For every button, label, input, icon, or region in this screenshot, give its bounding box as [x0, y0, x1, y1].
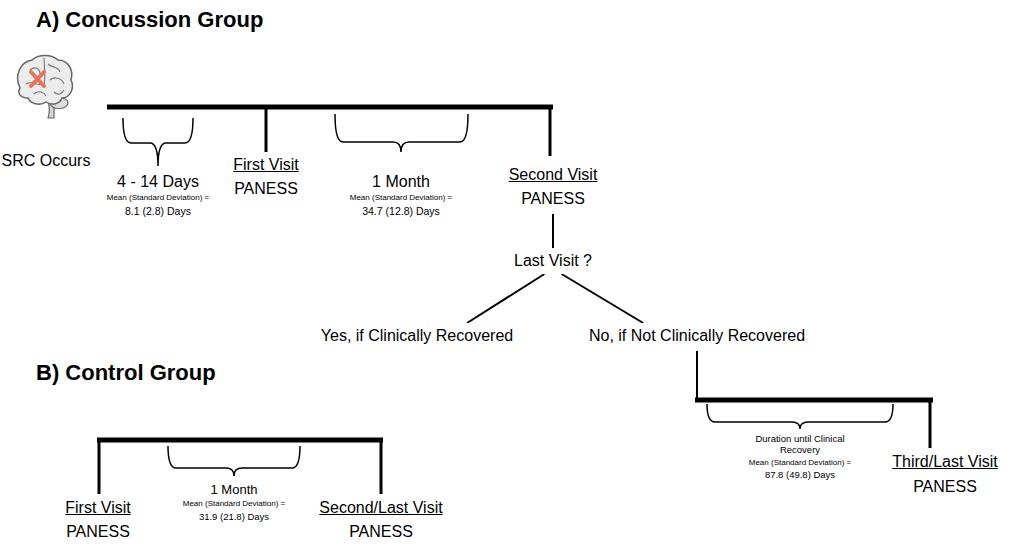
statistic-value: 31.9 (21.8) Days	[199, 512, 269, 523]
brain-icon	[18, 56, 73, 119]
event-label: SRC Occurs	[2, 152, 91, 170]
outcome-node: Yes, if Clinically Recovered	[317, 323, 517, 349]
node-heading: Second Visit	[509, 163, 598, 187]
interval-label: 4 - 14 Days	[117, 173, 199, 191]
assessment-label: PANESS	[913, 478, 977, 496]
visit-label: Third/Last Visit	[892, 453, 998, 471]
timeline-tick	[98, 440, 101, 494]
interval-label: 1 Month	[372, 173, 430, 191]
timeline-tick	[380, 440, 383, 494]
branch-connector	[467, 274, 544, 323]
node-body: PANESS	[509, 187, 598, 211]
visit-node: Second VisitPANESS	[505, 160, 602, 214]
brain-outline	[18, 56, 73, 105]
interval-brace	[123, 118, 193, 166]
timeline-bar	[97, 438, 383, 443]
statistic-value: 8.1 (2.8) Days	[125, 205, 191, 217]
statistic-caption: Mean (Standard Deviation) =	[350, 193, 453, 202]
statistic-caption: Mean (Standard Deviation) =	[183, 499, 286, 508]
injury-cross	[31, 72, 44, 86]
interval-brace	[707, 404, 893, 429]
interval-label: Duration until Clinical Recovery	[752, 433, 848, 455]
branch-connector	[552, 214, 554, 248]
branch-line	[696, 351, 698, 400]
node-heading: No, if Not Clinically Recovered	[589, 326, 805, 346]
statistic-caption: Mean (Standard Deviation) =	[749, 458, 852, 467]
visit-label: First Visit	[65, 499, 130, 517]
timeline-bar	[107, 105, 553, 110]
interval-brace	[168, 446, 300, 476]
visit-label: Second/Last Visit	[319, 499, 442, 517]
panel-title: A) Concussion Group	[36, 7, 263, 32]
statistic-value: 34.7 (12.8) Days	[362, 205, 440, 217]
decision-node: Last Visit ?	[510, 248, 596, 274]
branch-connector	[562, 274, 644, 323]
timeline-tick	[549, 107, 552, 156]
panel-title: B) Control Group	[36, 360, 216, 385]
brain-gyri	[26, 58, 64, 96]
statistic-value: 87.8 (49.8) Days	[765, 470, 835, 481]
assessment-label: PANESS	[234, 180, 298, 198]
assessment-label: PANESS	[349, 523, 413, 541]
outcome-node: No, if Not Clinically Recovered	[585, 323, 809, 349]
timeline-bar	[695, 398, 933, 403]
node-heading: Yes, if Clinically Recovered	[321, 326, 513, 346]
assessment-label: PANESS	[66, 523, 130, 541]
timeline-tick	[265, 107, 268, 152]
timeline-tick	[929, 400, 932, 448]
visit-label: First Visit	[233, 156, 298, 174]
interval-brace	[335, 114, 468, 152]
interval-label: 1 Month	[211, 483, 258, 498]
statistic-caption: Mean (Standard Deviation) =	[107, 193, 210, 202]
node-heading: Last Visit ?	[514, 251, 592, 271]
